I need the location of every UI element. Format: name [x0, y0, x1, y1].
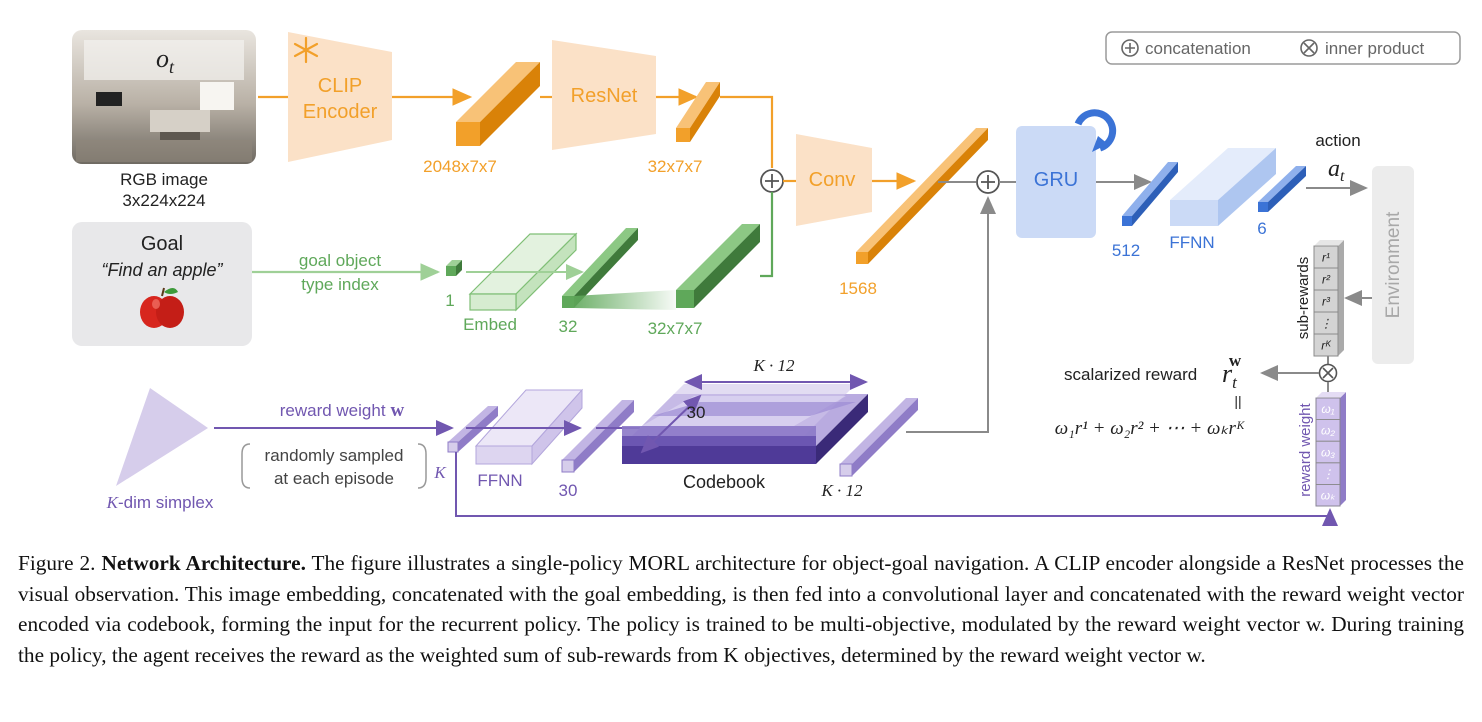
caption-title: Network Architecture.: [101, 551, 306, 575]
goal-edge-label-1: goal object: [299, 251, 382, 270]
conv-output-dim: 1568: [839, 279, 877, 298]
legend-inner-product: inner product: [1325, 39, 1425, 58]
resnet-block: ResNet: [552, 40, 656, 150]
goal-box: Goal “Find an apple”: [72, 222, 252, 346]
goal-index-cube: [446, 260, 462, 276]
observation-label: RGB image: [120, 170, 208, 189]
weight-ffnn-label: FFNN: [477, 471, 522, 490]
sub-reward-entry: r³: [1322, 294, 1331, 308]
figure-caption: Figure 2. Network Architecture. The figu…: [18, 548, 1464, 670]
edge-goal-concat: [760, 192, 774, 278]
sampling-note: randomly sampled at each episode: [241, 443, 427, 489]
legend-box: concatenation inner product: [1105, 31, 1461, 65]
goal-title: Goal: [141, 233, 183, 255]
sub-reward-entry: r¹: [1322, 250, 1330, 264]
clip-label-line2: Encoder: [303, 101, 378, 123]
codebook-label: Codebook: [683, 472, 766, 492]
codebook-depth-arrow: [640, 394, 702, 454]
edge-goal-broadcast: [574, 290, 676, 310]
reward-weight-vertical-label: reward weight: [1297, 402, 1314, 496]
action-symbol: at: [1328, 156, 1345, 185]
scalarized-formula: ω₁r¹ + ω₂r² + ⋯ + ωₖrᴷ: [1055, 418, 1245, 439]
caption-text: The figure illustrates a single-policy M…: [18, 551, 1464, 667]
codebook-output-block: [839, 398, 918, 477]
conv-label: Conv: [809, 169, 856, 191]
clip-output-dim: 2048x7x7: [423, 157, 497, 176]
codebook-depth-label: 30: [687, 403, 706, 422]
goal-index-dim: 1: [445, 291, 454, 310]
sub-rewards-vector: r¹ r² r³ ⋮ rᴷ: [1313, 240, 1344, 357]
clip-feature-block: [456, 62, 540, 146]
concat-node-2: [976, 170, 1000, 194]
policy-ffnn-label: FFNN: [1169, 233, 1214, 252]
weight-embedding-dim: 30: [559, 481, 578, 500]
reward-weight-entry: ⋮: [1322, 467, 1334, 481]
goal-quote: “Find an apple”: [101, 260, 223, 280]
action-logits-dim: 6: [1257, 219, 1266, 238]
apple-icon: [140, 287, 184, 328]
codebook-output-dim: K · 12: [820, 481, 863, 500]
concat-node-1: [760, 169, 784, 193]
goal-feature-block: [676, 224, 760, 308]
inner-product-icon: [1300, 39, 1318, 57]
resnet-output-dim: 32x7x7: [648, 157, 703, 176]
environment-block: Environment: [1372, 166, 1414, 364]
conv-block: Conv: [796, 134, 872, 226]
gru-output-dim: 512: [1112, 241, 1140, 260]
reward-weight-entry: ω₂: [1321, 424, 1335, 438]
environment-label: Environment: [1383, 211, 1404, 318]
resnet-feature-block: [676, 82, 720, 142]
sub-reward-entry: r²: [1322, 272, 1331, 286]
reward-weight-vector: ω₁ ω₂ ω₃ ⋮ ωₖ: [1315, 392, 1346, 507]
sampling-note-line2: at each episode: [274, 469, 394, 488]
policy-ffnn-block: [1170, 148, 1276, 226]
sub-rewards-label: sub-rewards: [1295, 257, 1312, 340]
concat-icon: [1121, 39, 1139, 57]
clip-encoder: CLIP Encoder: [288, 32, 392, 162]
edge-weight-to-reward: [455, 452, 1338, 526]
resnet-label: ResNet: [571, 85, 638, 107]
edge-resnet-concat: [720, 95, 774, 168]
goal-feature-dim: 32x7x7: [648, 319, 703, 338]
architecture-diagram: concatenation inner product ot RGB image…: [72, 30, 1461, 526]
reward-weight-entry: ωₖ: [1321, 489, 1336, 503]
gru-label: GRU: [1034, 169, 1078, 191]
weight-input-dim: K: [433, 463, 447, 482]
goal-embedding-dim: 32: [559, 317, 578, 336]
action-logits-block: [1258, 166, 1306, 212]
observation-shape: 3x224x224: [122, 191, 205, 210]
sub-reward-cell: [1313, 333, 1339, 357]
goal-edge-label-2: type index: [301, 275, 379, 294]
caption-prefix: Figure 2.: [18, 551, 102, 575]
observation-symbol: ot: [156, 44, 175, 77]
sampling-note-line1: randomly sampled: [265, 446, 404, 465]
gru-output-block: [1122, 162, 1178, 226]
scalarized-reward-symbol: rtw: [1222, 351, 1242, 392]
codebook-block: [622, 384, 868, 464]
conv-feature-block: [856, 128, 988, 264]
sub-reward-entry: ⋮: [1320, 316, 1332, 330]
k-dim-simplex: [116, 388, 208, 486]
recurrent-loop-icon: [1074, 109, 1117, 152]
reward-weight-entry: ω₁: [1321, 402, 1334, 416]
simplex-label: K-dim simplex: [106, 493, 214, 512]
inner-product-node: [1318, 363, 1338, 383]
action-label: action: [1315, 131, 1360, 150]
rgb-observation-image: [72, 30, 256, 164]
legend-concatenation: concatenation: [1145, 39, 1251, 58]
embed-label: Embed: [463, 315, 517, 334]
goal-embedding-block: [562, 228, 638, 308]
clip-label-line1: CLIP: [318, 75, 362, 97]
weight-embedding-block: [561, 400, 634, 473]
edge-codebook-concat: [906, 196, 996, 433]
sub-reward-entry: rᴷ: [1321, 338, 1332, 352]
gru-block: GRU: [1016, 126, 1096, 238]
equals-sign: ||: [1234, 393, 1241, 409]
snowflake-icon: [293, 36, 319, 64]
reward-weight-cell: [1315, 483, 1341, 507]
codebook-width-label: K · 12: [752, 356, 795, 375]
scalarized-reward-label: scalarized reward: [1064, 365, 1197, 384]
reward-weight-entry: ω₃: [1321, 445, 1335, 459]
